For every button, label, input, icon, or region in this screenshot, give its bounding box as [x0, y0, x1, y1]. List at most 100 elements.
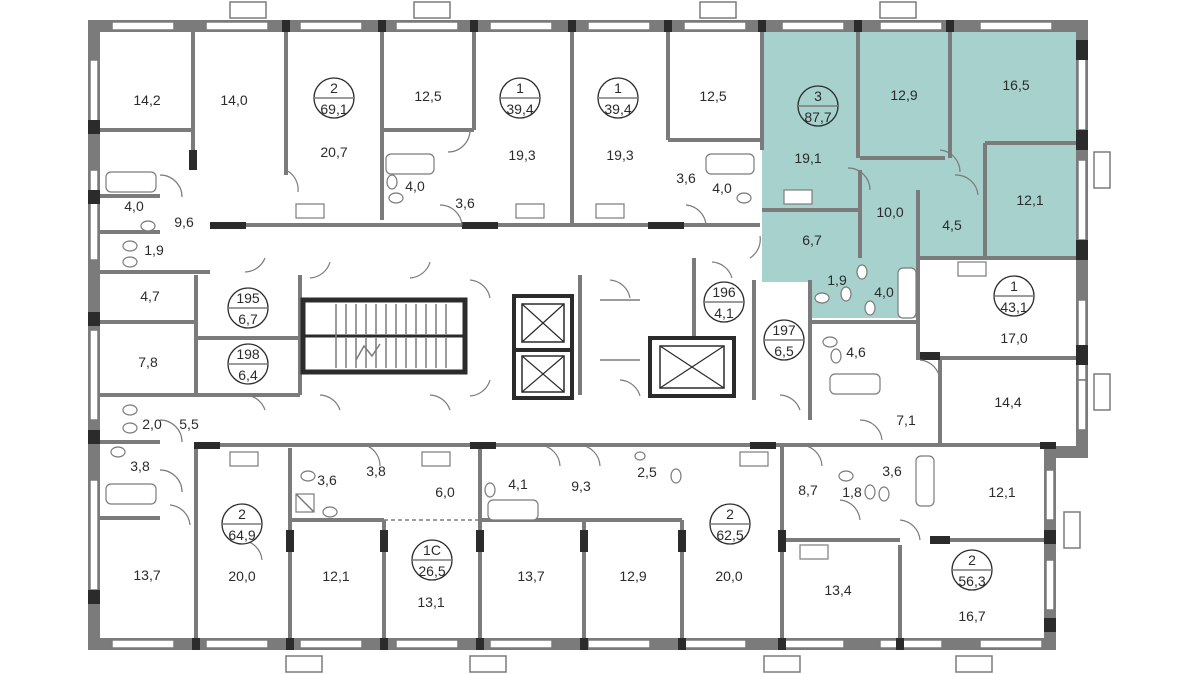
- svg-text:195: 195: [236, 290, 260, 306]
- room-area: 17,0: [1000, 330, 1027, 346]
- apartment-marker-56-3[interactable]: 2 56,3: [951, 549, 993, 591]
- room-area: 12,1: [1016, 192, 1043, 208]
- room-area: 2,5: [637, 464, 657, 480]
- room-area: 4,7: [140, 288, 160, 304]
- svg-text:43,1: 43,1: [1000, 299, 1027, 315]
- room-area: 4,1: [508, 476, 528, 492]
- svg-text:26,5: 26,5: [418, 563, 445, 579]
- room-area: 9,3: [571, 478, 591, 494]
- room-area: 19,1: [794, 150, 821, 166]
- room-area: 13,7: [133, 567, 160, 583]
- apartment-marker-87-7[interactable]: 3 87,7: [797, 85, 839, 127]
- windows: [89, 1, 1111, 673]
- room-area: 5,5: [179, 416, 199, 432]
- elevators: [512, 275, 736, 400]
- room-area: 7,1: [896, 412, 916, 428]
- room-area: 12,9: [890, 87, 917, 103]
- room-area: 12,5: [414, 88, 441, 104]
- room-area: 20,0: [715, 568, 742, 584]
- apartment-marker-64-9[interactable]: 2 64,9: [221, 503, 263, 545]
- storage-marker-197[interactable]: 197 6,5: [763, 319, 805, 361]
- svg-text:56,3: 56,3: [958, 573, 985, 589]
- room-area: 7,8: [138, 354, 158, 370]
- svg-text:64,9: 64,9: [228, 527, 255, 543]
- storage-marker-196[interactable]: 196 4,1: [703, 281, 745, 323]
- room-area: 4,0: [712, 180, 732, 196]
- room-area: 16,7: [958, 608, 985, 624]
- bathroom-fixtures: [105, 153, 987, 560]
- svg-text:197: 197: [772, 322, 796, 338]
- apartment-markers: 2 69,1 1 39,4 1 39,4 3 87,7 1 43,1: [221, 77, 1035, 591]
- room-area: 4,6: [846, 344, 866, 360]
- apartment-marker-26-5[interactable]: 1С 26,5: [411, 539, 453, 581]
- room-area: 20,0: [228, 568, 255, 584]
- svg-text:198: 198: [236, 346, 260, 362]
- room-area: 4,0: [405, 178, 425, 194]
- storage-marker-198[interactable]: 198 6,4: [227, 343, 269, 385]
- svg-text:6,7: 6,7: [238, 311, 258, 327]
- room-labels: 14,2 14,0 20,7 12,5 19,3 19,3 12,5 4,0 9…: [124, 77, 1044, 624]
- apartment-marker-69-1[interactable]: 2 69,1: [313, 77, 355, 119]
- room-area: 4,5: [942, 217, 962, 233]
- svg-text:2: 2: [726, 506, 734, 522]
- apartment-marker-62-5[interactable]: 2 62,5: [709, 503, 751, 545]
- svg-text:39,4: 39,4: [506, 101, 533, 117]
- room-area: 13,1: [417, 594, 444, 610]
- svg-text:39,4: 39,4: [604, 101, 631, 117]
- svg-text:6,4: 6,4: [238, 367, 258, 383]
- room-area: 3,8: [366, 463, 386, 479]
- svg-text:2: 2: [238, 506, 246, 522]
- room-area: 1,9: [144, 242, 164, 258]
- svg-text:2: 2: [968, 552, 976, 568]
- room-area: 14,0: [220, 92, 247, 108]
- apartment-marker-39-4a[interactable]: 1 39,4: [499, 77, 541, 119]
- room-area: 16,5: [1002, 77, 1029, 93]
- room-area: 4,0: [124, 198, 144, 214]
- storage-markers: 195 6,7 196 4,1 197 6,5 198 6,4: [227, 281, 805, 385]
- room-area: 13,7: [517, 568, 544, 584]
- svg-text:2: 2: [330, 80, 338, 96]
- room-area: 14,4: [994, 394, 1021, 410]
- svg-text:196: 196: [712, 284, 736, 300]
- room-area: 14,2: [133, 92, 160, 108]
- room-area: 12,1: [322, 568, 349, 584]
- room-area: 19,3: [508, 147, 535, 163]
- svg-text:1: 1: [516, 80, 524, 96]
- wall-accents: [88, 20, 1088, 650]
- highlighted-apartment-87-7[interactable]: [762, 32, 1082, 318]
- room-area: 9,6: [174, 214, 194, 230]
- room-area: 8,7: [798, 482, 818, 498]
- storage-marker-195[interactable]: 195 6,7: [227, 287, 269, 329]
- svg-text:62,5: 62,5: [716, 527, 743, 543]
- door-swings: [159, 129, 979, 561]
- room-area: 10,0: [876, 204, 903, 220]
- svg-text:1С: 1С: [423, 542, 441, 558]
- room-area: 4,0: [874, 284, 894, 300]
- room-area: 6,0: [435, 484, 455, 500]
- svg-text:87,7: 87,7: [804, 109, 831, 125]
- svg-text:69,1: 69,1: [320, 101, 347, 117]
- room-area: 1,8: [842, 484, 862, 500]
- room-area: 3,6: [882, 463, 902, 479]
- apartment-marker-43-1[interactable]: 1 43,1: [993, 275, 1035, 317]
- svg-text:1: 1: [614, 80, 622, 96]
- room-area: 3,6: [455, 195, 475, 211]
- room-area: 2,0: [142, 416, 162, 432]
- room-area: 12,5: [699, 88, 726, 104]
- room-area: 1,9: [827, 272, 847, 288]
- svg-text:1: 1: [1010, 278, 1018, 294]
- room-area: 6,7: [802, 232, 822, 248]
- room-area: 20,7: [320, 144, 347, 160]
- svg-text:3: 3: [814, 88, 822, 104]
- apartment-marker-39-4b[interactable]: 1 39,4: [597, 77, 639, 119]
- room-area: 13,4: [824, 582, 851, 598]
- room-area: 19,3: [606, 147, 633, 163]
- room-area: 3,8: [130, 458, 150, 474]
- svg-text:6,5: 6,5: [774, 343, 794, 359]
- stairwell: [300, 297, 468, 375]
- room-area: 12,9: [619, 568, 646, 584]
- room-area: 3,6: [317, 472, 337, 488]
- svg-text:4,1: 4,1: [714, 305, 734, 321]
- room-area: 12,1: [988, 484, 1015, 500]
